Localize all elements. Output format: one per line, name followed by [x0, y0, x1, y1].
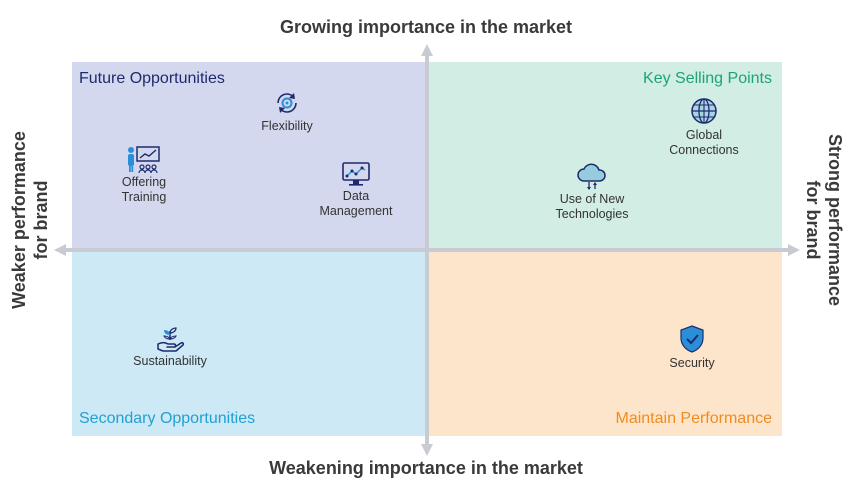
presenter-board-icon — [128, 146, 160, 173]
quadrant-maintain-performance — [427, 250, 782, 436]
globe-icon — [691, 98, 717, 124]
item-label-security: Security — [669, 356, 715, 370]
item-flexibility: Flexibility — [222, 89, 352, 134]
axis-label-left-line1: Weaker performance — [9, 131, 29, 309]
quadrant-title-maintain-performance: Maintain Performance — [615, 410, 772, 427]
axis-label-top: Growing importance in the market — [279, 17, 573, 37]
item-label-data-management: Data Management — [319, 189, 393, 218]
monitor-chart-icon — [342, 162, 370, 186]
item-label-offering-training: Offering Training — [121, 175, 167, 204]
quadrant-secondary-opportunities — [72, 250, 427, 436]
item-label-use-of-new-technologies: Use of New Technologies — [555, 192, 629, 221]
quadrant-title-key-selling-points: Key Selling Points — [643, 70, 772, 87]
axis-label-left-line2: for brand — [31, 180, 51, 260]
item-global-connections: Global Connections — [639, 96, 769, 158]
gear-cycle-icon — [277, 93, 297, 113]
item-label-global-connections: Global Connections — [669, 128, 739, 157]
axis-label-right-line1: Strong performance — [825, 133, 845, 307]
quadrant-title-secondary-opportunities: Secondary Opportunities — [79, 410, 256, 427]
item-data-management: Data Management — [291, 161, 421, 219]
item-label-sustainability: Sustainability — [133, 354, 207, 368]
plant-hand-icon — [157, 327, 184, 352]
item-sustainability: Sustainability — [105, 326, 235, 369]
item-offering-training: Offering Training — [79, 145, 209, 205]
quadrant-key-selling-points — [427, 62, 782, 250]
axis-label-right-line2: for brand — [803, 180, 823, 260]
shield-check-icon — [680, 325, 704, 353]
item-security: Security — [627, 324, 757, 371]
cloud-transfer-icon — [577, 163, 606, 190]
item-use-of-new-technologies: Use of New Technologies — [527, 162, 657, 222]
axis-label-bottom: Weakening importance in the market — [269, 458, 583, 478]
quadrant-title-future-opportunities: Future Opportunities — [79, 70, 225, 87]
item-label-flexibility: Flexibility — [261, 119, 313, 133]
